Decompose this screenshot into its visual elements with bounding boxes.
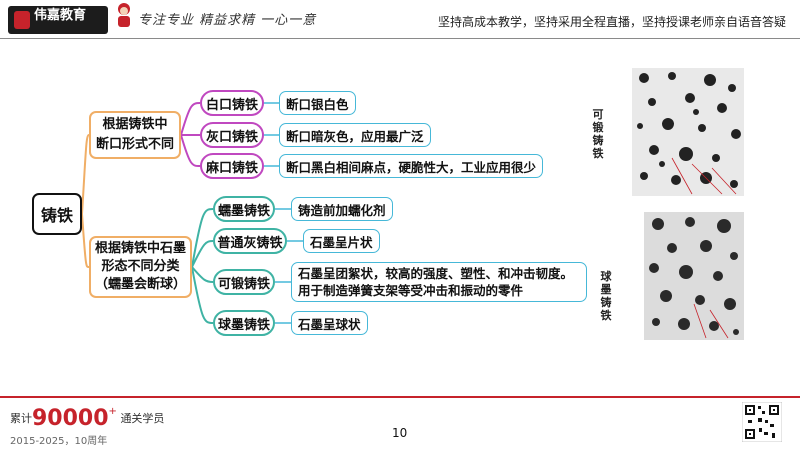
desc-node-mottled: 断口黑白相间麻点，硬脆性大，工业应用很少 [279, 154, 544, 178]
group2-label-line3: （蠕墨会断球） [94, 277, 186, 292]
footer-prefix: 累计 [10, 412, 32, 425]
logo-text: 伟嘉教育 [34, 8, 87, 23]
qr-code-icon [742, 402, 782, 442]
footer-suffix: 通关学员 [120, 412, 165, 425]
type-node-ductile: 球墨铸铁 [213, 310, 275, 336]
desc-node-malleable: 石墨呈团絮状，较高的强度、塑性、和冲击韧度。 用于制造弹簧支架等受冲击和振动的零… [291, 262, 587, 302]
header-slogan: 专注专业 精益求精 一心一意 [138, 13, 317, 28]
malleable-iron-label: 可锻铸铁 [592, 108, 604, 160]
header-tagline: 坚持高成本教学，坚持采用全程直播，坚持授课老师亲自语音答疑 [437, 15, 786, 29]
root-node: 铸铁 [32, 193, 82, 235]
desc-malleable-line2: 用于制造弹簧支架等受冲击和振动的零件 [298, 283, 524, 298]
ductile-iron-micrograph [644, 212, 744, 340]
group2-label-line2: 形态不同分类 [101, 259, 180, 274]
plus-icon: + [108, 406, 117, 417]
desc-node-vermicular: 铸造前加蠕化剂 [291, 197, 393, 221]
type-node-vermicular: 蠕墨铸铁 [213, 196, 275, 222]
desc-node-white: 断口银白色 [279, 91, 356, 115]
desc-node-ductile: 石墨呈球状 [291, 311, 368, 335]
footer-divider [0, 396, 800, 398]
ductile-iron-label: 球墨铸铁 [600, 270, 612, 322]
desc-node-gray-iron: 石墨呈片状 [303, 229, 380, 253]
footer-stat: 累计90000+ 通关学员 [10, 406, 164, 431]
header-divider [0, 38, 800, 39]
group1-node: 根据铸铁中 断口形式不同 [89, 111, 181, 159]
logo-mark-icon [14, 11, 30, 29]
group1-label-line1: 根据铸铁中 [102, 117, 168, 132]
student-count: 90000 [32, 406, 109, 431]
type-node-gray: 灰口铸铁 [200, 122, 264, 148]
type-node-white: 白口铸铁 [200, 90, 264, 116]
mascot-icon [118, 3, 130, 27]
type-node-malleable: 可锻铸铁 [213, 269, 275, 295]
desc-malleable-line1: 石墨呈团絮状，较高的强度、塑性、和冲击韧度。 [298, 266, 574, 281]
desc-node-gray: 断口暗灰色，应用最广泛 [279, 123, 431, 147]
footer-years: 2015-2025，10周年 [10, 436, 108, 447]
page-number: 10 [392, 426, 408, 440]
group1-label-line2: 断口形式不同 [95, 137, 174, 152]
group2-label-line1: 根据铸铁中石墨 [94, 241, 186, 256]
malleable-iron-micrograph [632, 68, 744, 196]
group2-node: 根据铸铁中石墨 形态不同分类 （蠕墨会断球） [89, 236, 192, 298]
type-node-gray-iron: 普通灰铸铁 [213, 228, 287, 254]
type-node-mottled: 麻口铸铁 [200, 153, 264, 179]
brand-logo: 伟嘉教育 [8, 6, 108, 34]
